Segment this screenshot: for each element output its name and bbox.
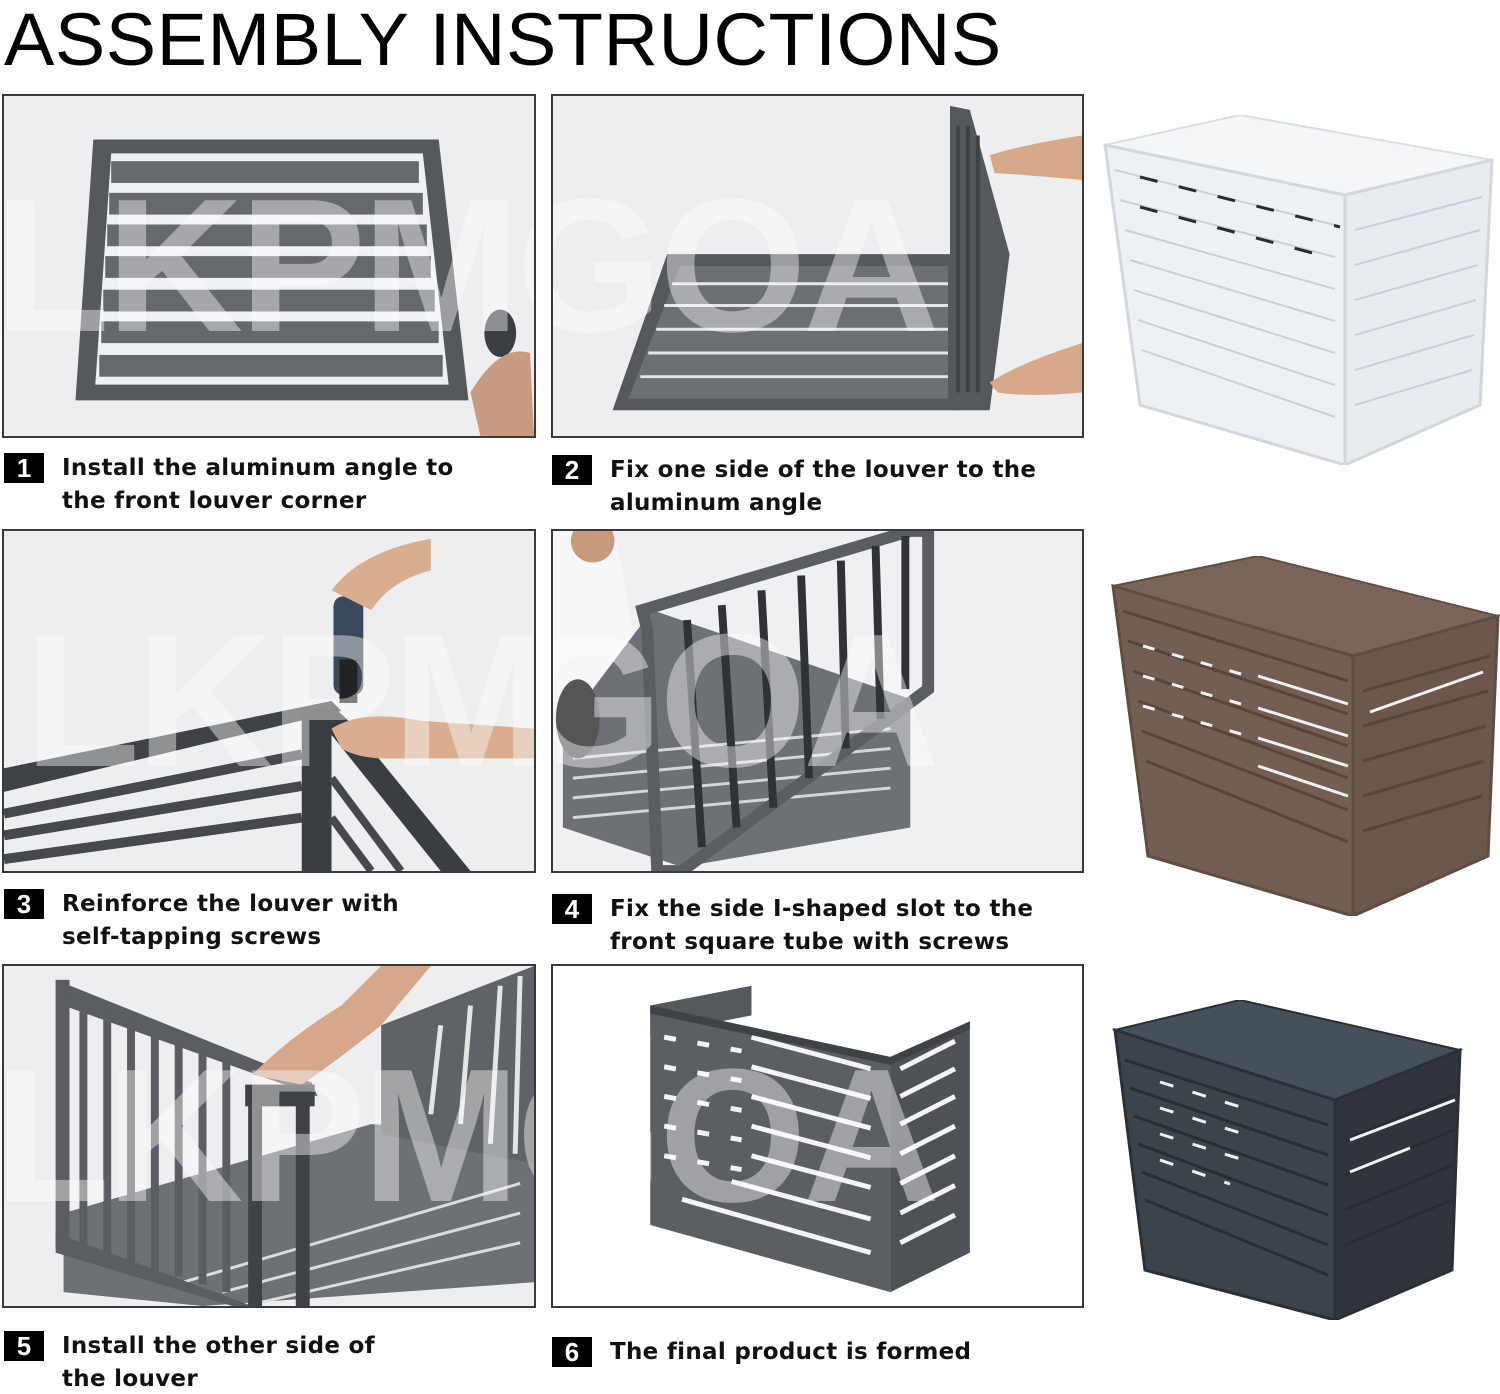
step-4-caption: 4 Fix the side I-shaped slot to the fron… <box>552 893 1033 959</box>
step-3-caption: 3 Reinforce the louver with self-tapping… <box>4 888 399 954</box>
step-2-image: LKPMGOA <box>551 94 1084 438</box>
step-number-badge: 1 <box>4 453 44 483</box>
step-6-caption: 6 The final product is formed <box>552 1336 971 1369</box>
step-number-badge: 3 <box>4 889 44 919</box>
step-1-image: LKPMGOA <box>2 94 536 438</box>
step-instruction: Install the other side of the louver <box>62 1333 375 1392</box>
step-instruction: Install the aluminum angle to the front … <box>62 455 454 514</box>
step-number-badge: 5 <box>4 1331 44 1361</box>
step-instruction: Fix one side of the louver to the alumin… <box>610 457 1037 516</box>
product-white-variant <box>1100 113 1495 468</box>
step-number-badge: 6 <box>552 1337 592 1367</box>
page-title: ASSEMBLY INSTRUCTIONS <box>4 0 1002 81</box>
step-5-caption: 5 Install the other side of the louver <box>4 1330 375 1394</box>
step-number-badge: 2 <box>552 455 592 485</box>
product-brown-variant <box>1108 554 1500 919</box>
step-6-image: LKPMGOA <box>551 964 1084 1308</box>
step-4-image: LKPMGOA <box>551 529 1084 873</box>
step-1-caption: 1 Install the aluminum angle to the fron… <box>4 452 454 518</box>
step-5-image: LKPMGOA <box>2 964 536 1308</box>
product-dark-gray-variant <box>1110 998 1470 1323</box>
step-instruction: Fix the side I-shaped slot to the front … <box>610 896 1034 955</box>
step-2-caption: 2 Fix one side of the louver to the alum… <box>552 454 1036 520</box>
step-number-badge: 4 <box>552 894 592 924</box>
step-3-image: LKPMGOA <box>2 529 536 873</box>
step-instruction: The final product is formed <box>610 1339 972 1365</box>
step-instruction: Reinforce the louver with self-tapping s… <box>62 891 399 950</box>
